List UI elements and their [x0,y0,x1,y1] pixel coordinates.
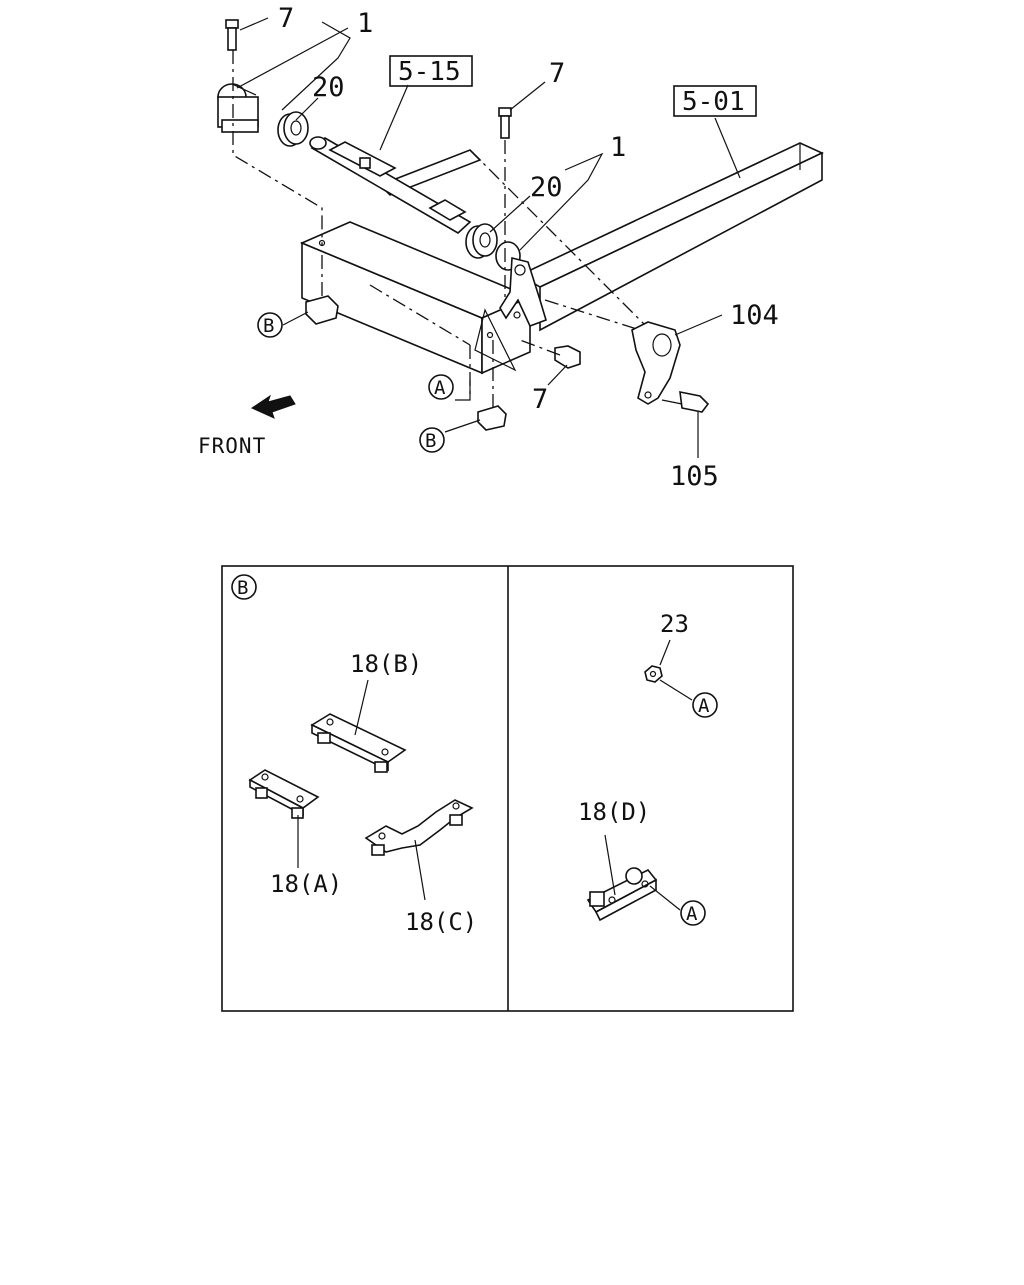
plate-18c [364,799,474,856]
centre-line [544,299,641,331]
svg-text:B: B [263,315,274,337]
label-18d: 18(D) [578,798,650,826]
bolt-105 [661,390,710,413]
svg-text:5-15: 5-15 [398,57,461,87]
label-18b: 18(B) [350,650,422,678]
callout-7-mid: 7 [549,58,565,89]
callout-1-mid: 1 [610,132,626,163]
ref-box-5-15: 5-15 [389,55,473,87]
right-bracket [495,241,547,328]
marker-a-main: A [428,374,454,400]
bolt-7-top [225,19,239,51]
marker-a-plate: A [680,900,706,926]
plate-18a [248,769,320,819]
label-18a: 18(A) [270,870,342,898]
marker-b-bottom: B [419,427,445,453]
ref-box-5-01: 5-01 [673,85,757,117]
callout-7-low: 7 [532,384,548,415]
bolt-7-low [554,345,581,369]
nut-b-left [305,295,339,325]
left-bracket [217,83,259,133]
front-arrow-icon [250,394,296,419]
stabilizer-bar [309,136,472,234]
bolt-7-mid [498,107,512,139]
callout-20-top: 20 [312,72,345,103]
svg-text:A: A [434,377,446,399]
marker-a-nut: A [692,692,718,718]
callout-104: 104 [730,300,779,331]
nut-b-bottom [477,405,507,431]
left-bushing [277,111,309,147]
svg-text:B: B [425,430,436,452]
label-23: 23 [660,610,689,638]
right-bushing [465,223,498,259]
marker-b-left: B [257,312,283,338]
svg-text:A: A [698,695,710,717]
callout-105: 105 [670,461,719,492]
callout-7-top: 7 [278,3,294,34]
marker-b-inset: B [231,574,257,600]
callout-1-top: 1 [357,8,373,39]
svg-text:A: A [686,903,698,925]
assembly-line-left [232,50,323,245]
front-label: FRONT [198,434,266,458]
plate-18b [310,713,407,773]
triangle-marker [474,308,517,372]
plate-18d [586,867,658,922]
label-18c: 18(C) [405,908,477,936]
nut-23 [644,665,663,683]
inset-detail-box [221,565,794,1012]
callout-20-mid: 20 [530,172,563,203]
svg-text:5-01: 5-01 [682,87,745,117]
svg-text:B: B [237,577,248,599]
link-arm [631,321,681,405]
